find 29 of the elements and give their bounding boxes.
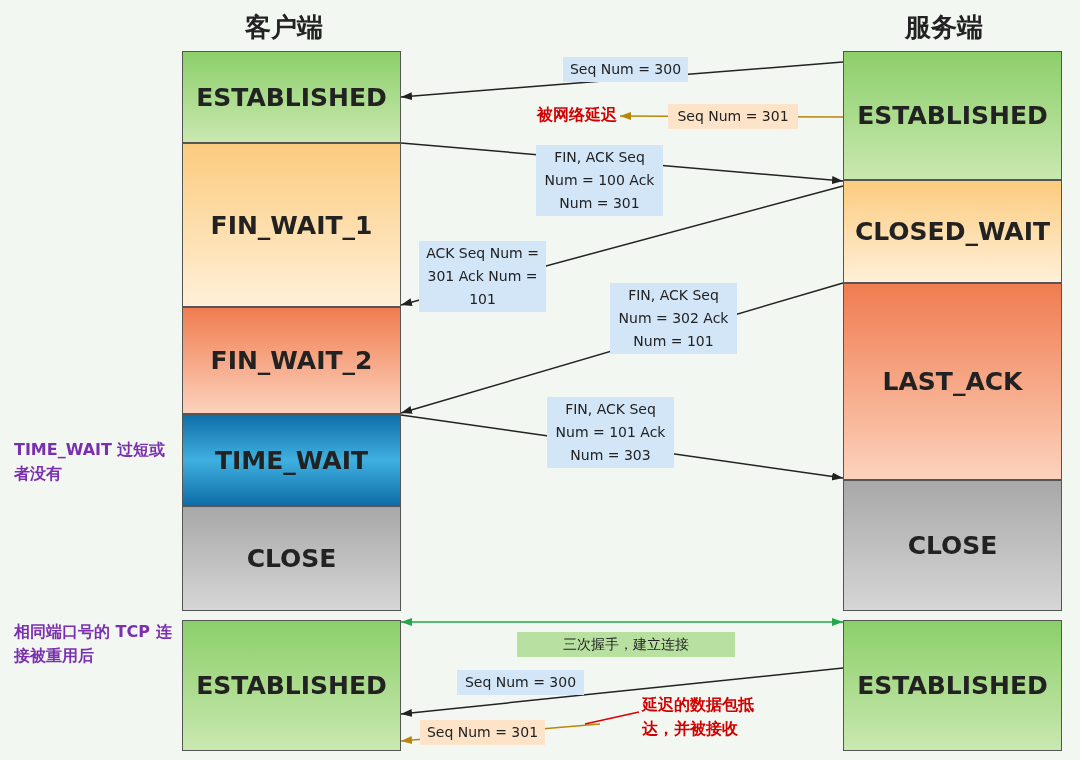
state-box: CLOSE [843, 480, 1062, 611]
edge-label: Seq Num = 300 [563, 57, 688, 82]
edge-label: Seq Num = 300 [457, 670, 584, 695]
annotation-text: 延迟的数据包抵达，并被接收 [642, 693, 782, 741]
edge-label: FIN, ACK Seq Num = 302 Ack Num = 101 [610, 283, 737, 354]
note-text: 相同端口号的 TCP 连接被重用后 [14, 621, 172, 667]
edge-label: FIN, ACK Seq Num = 100 Ack Num = 301 [536, 145, 663, 216]
note-text: TIME_WAIT 过短或者没有 [14, 439, 167, 485]
edge-label: 三次握手，建立连接 [517, 632, 735, 657]
leader-line [584, 711, 640, 725]
state-box: FIN_WAIT_1 [182, 143, 401, 307]
state-box: LAST_ACK [843, 283, 1062, 480]
edge-label: Seq Num = 301 [668, 104, 798, 129]
edge-label: ACK Seq Num = 301 Ack Num = 101 [419, 241, 546, 312]
column-heading: 客户端 [245, 11, 323, 44]
state-box: ESTABLISHED [182, 620, 401, 751]
double-arrow [400, 618, 844, 626]
state-box: TIME_WAIT [182, 414, 401, 506]
arrow [400, 667, 844, 717]
edge-label: Seq Num = 301 [420, 720, 545, 745]
state-box: ESTABLISHED [182, 51, 401, 143]
state-box: CLOSED_WAIT [843, 180, 1062, 283]
state-box: FIN_WAIT_2 [182, 307, 401, 414]
state-box: ESTABLISHED [843, 51, 1062, 180]
annotation-text: 被网络延迟 [537, 103, 617, 127]
state-box: CLOSE [182, 506, 401, 611]
edge-label: FIN, ACK Seq Num = 101 Ack Num = 303 [547, 397, 674, 468]
state-box: ESTABLISHED [843, 620, 1062, 751]
column-heading: 服务端 [905, 11, 983, 44]
